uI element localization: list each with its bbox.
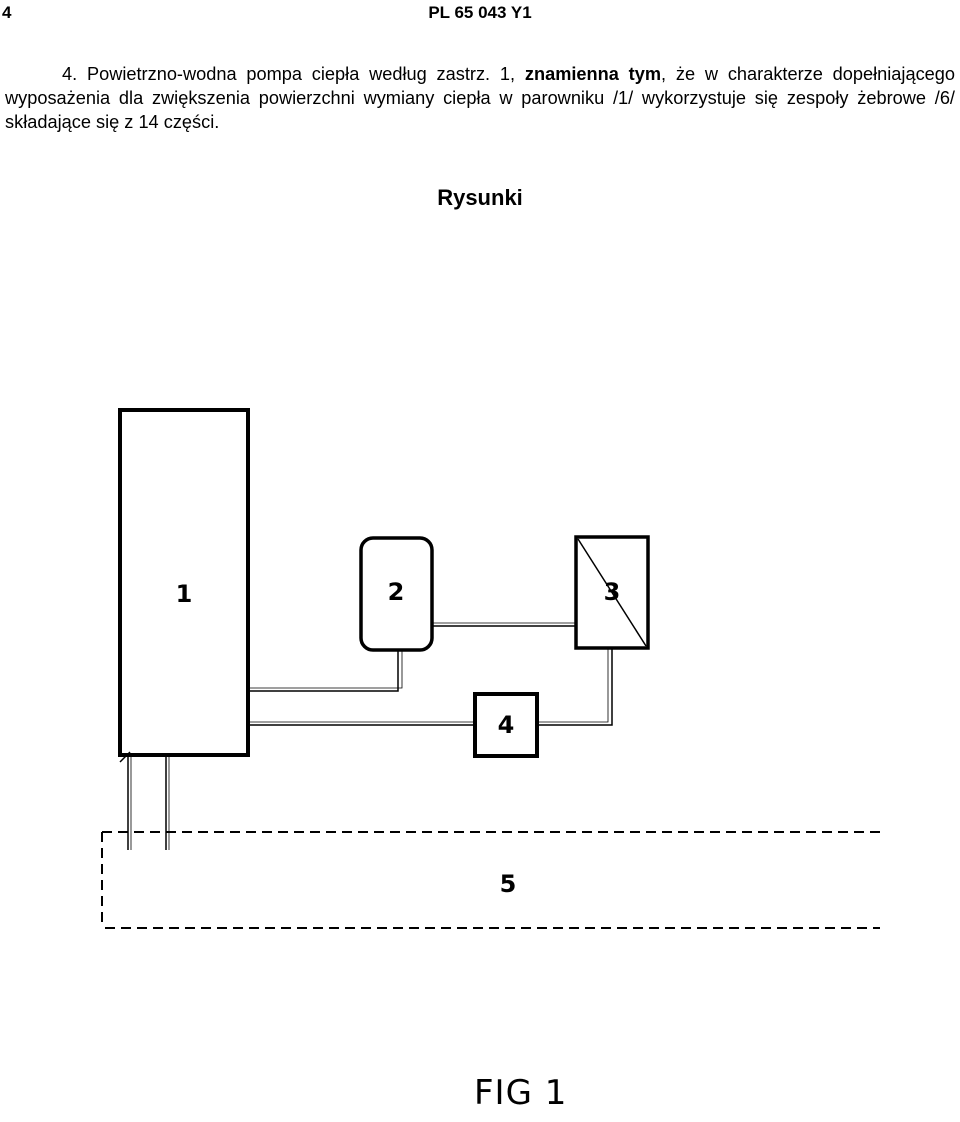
block-3-diagonal [577,538,647,647]
drawings-title: Rysunki [437,185,523,210]
pipe-1-to-2 [249,650,399,692]
block-1-label: 1 [176,580,193,608]
block-5 [101,831,880,929]
block-4-label: 4 [498,711,515,739]
page-number: 4 [2,3,12,22]
page-header: 4 PL 65 043 Y1 [0,3,960,25]
block-1 [118,408,250,757]
document-id: PL 65 043 Y1 [428,3,532,22]
claim-rest: , że w charakterze dopełniającego wyposa… [5,64,956,132]
figure-1-diagram: 1 2 3 4 [90,380,910,950]
block-3-label: 3 [604,578,621,606]
block-2-label: 2 [388,578,405,606]
connection-lines [119,622,613,850]
claim-bold: znamienna tym [524,64,662,84]
claim-lead: 4. Powietrzno-wodna pompa ciepła według … [62,64,516,84]
claim-paragraph: 4. Powietrzno-wodna pompa ciepła według … [5,62,955,134]
pipe-1-to-2-inner [249,650,403,689]
block-5-label: 5 [500,870,517,898]
pipe-4-to-3 [537,648,613,726]
block-2 [359,536,434,652]
figure-caption: FIG 1 [474,1073,568,1113]
pipe-bend [119,751,131,763]
diagram-svg: 1 2 3 4 [101,408,880,929]
pipe-4-to-3-inner [537,648,609,723]
